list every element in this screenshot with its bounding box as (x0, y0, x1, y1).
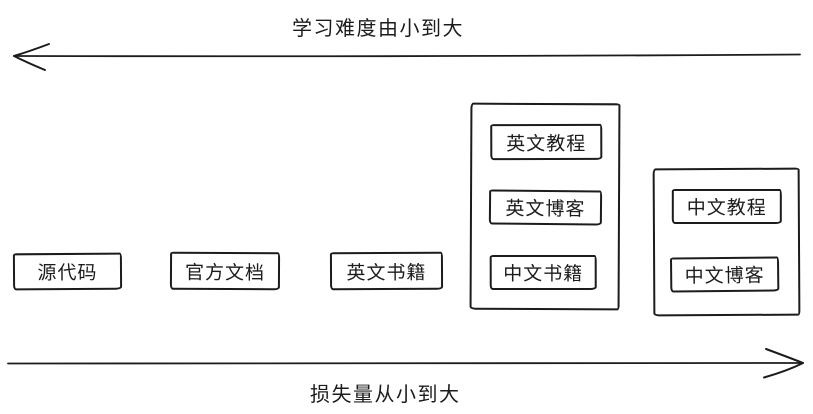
top-axis-label: 学习难度由小到大 (292, 18, 464, 40)
bottom-axis-label: 损失量从小到大 (310, 384, 461, 406)
bottom-axis-arrow-right (7, 348, 804, 379)
box-chinese-books: 中文书籍 (489, 254, 597, 291)
box-english-blogs: 英文博客 (488, 189, 603, 226)
top-axis-arrow-left (13, 43, 801, 71)
box-source-code: 源代码 (12, 252, 123, 291)
box-chinese-blogs: 中文博客 (669, 256, 780, 293)
group-box-2: 中文教程 中文博客 (652, 167, 801, 317)
box-chinese-tutorials: 中文教程 (671, 188, 782, 225)
box-official-docs: 官方文档 (169, 251, 281, 291)
group-box-1: 英文教程 英文博客 中文书籍 (469, 102, 621, 311)
box-english-tutorials: 英文教程 (490, 123, 603, 161)
box-english-books: 英文书籍 (329, 251, 444, 291)
